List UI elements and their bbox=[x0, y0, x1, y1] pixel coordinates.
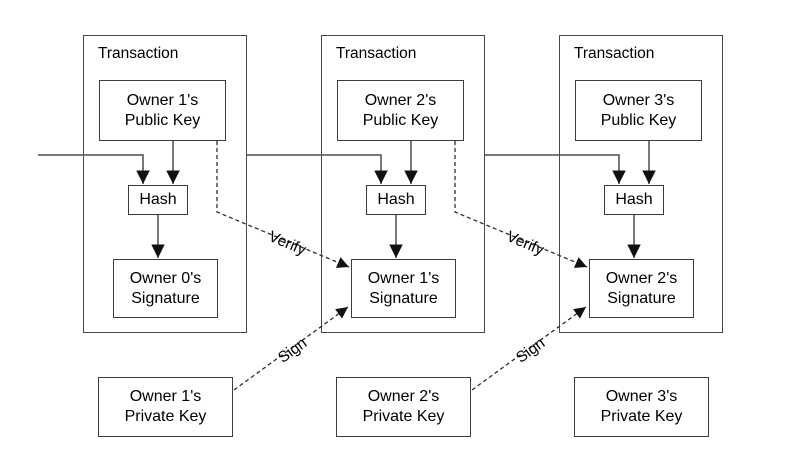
sign-edge-label: Sign bbox=[275, 334, 311, 367]
public-key-owner: Owner 1's bbox=[126, 91, 199, 109]
transaction-group-1: Transaction Owner 1's Public Key Hash Ow… bbox=[83, 0, 247, 462]
transaction-title: Transaction bbox=[336, 45, 417, 62]
public-key-label: Public Key bbox=[124, 111, 201, 129]
public-key-box: Owner 2's Public Key bbox=[337, 80, 464, 141]
signature-owner: Owner 2's bbox=[605, 269, 678, 287]
private-key-owner: Owner 2's bbox=[367, 388, 440, 406]
signature-owner: Owner 0's bbox=[129, 269, 202, 287]
verify-edge-label: Verify bbox=[266, 228, 309, 259]
private-key-label: Private Key bbox=[600, 408, 683, 425]
transaction-group-3: Transaction Owner 3's Public Key Hash Ow… bbox=[559, 0, 723, 462]
public-key-label: Public Key bbox=[362, 111, 439, 129]
transaction-title: Transaction bbox=[98, 45, 179, 62]
private-key-owner: Owner 3's bbox=[605, 388, 678, 406]
verify-edge-label: Verify bbox=[504, 228, 547, 259]
public-key-owner: Owner 3's bbox=[602, 91, 675, 109]
hash-box: Hash bbox=[604, 185, 664, 215]
private-key-owner: Owner 1's bbox=[129, 388, 202, 406]
private-key-box: Owner 3's Private Key bbox=[574, 377, 709, 437]
transaction-title: Transaction bbox=[574, 45, 655, 62]
hash-box: Hash bbox=[366, 185, 426, 215]
public-key-label: Public Key bbox=[600, 111, 677, 129]
public-key-box: Owner 3's Public Key bbox=[575, 80, 702, 141]
signature-box: Owner 1's Signature bbox=[351, 259, 456, 318]
private-key-box: Owner 2's Private Key bbox=[336, 377, 471, 437]
transaction-group-2: Transaction Owner 2's Public Key Hash Ow… bbox=[321, 0, 485, 462]
sign-edge-label: Sign bbox=[513, 334, 549, 367]
signature-label: Signature bbox=[369, 289, 438, 307]
private-key-box: Owner 1's Private Key bbox=[98, 377, 233, 437]
signature-label: Signature bbox=[131, 289, 200, 307]
signature-owner: Owner 1's bbox=[367, 269, 440, 287]
signature-box: Owner 0's Signature bbox=[113, 259, 218, 318]
private-key-label: Private Key bbox=[124, 408, 207, 425]
hash-box: Hash bbox=[128, 185, 188, 215]
public-key-owner: Owner 2's bbox=[364, 91, 437, 109]
hash-label: Hash bbox=[139, 191, 177, 209]
public-key-box: Owner 1's Public Key bbox=[99, 80, 226, 141]
hash-label: Hash bbox=[615, 191, 653, 209]
hash-label: Hash bbox=[377, 191, 415, 209]
private-key-label: Private Key bbox=[362, 408, 445, 425]
signature-box: Owner 2's Signature bbox=[589, 259, 694, 318]
signature-label: Signature bbox=[607, 289, 676, 307]
